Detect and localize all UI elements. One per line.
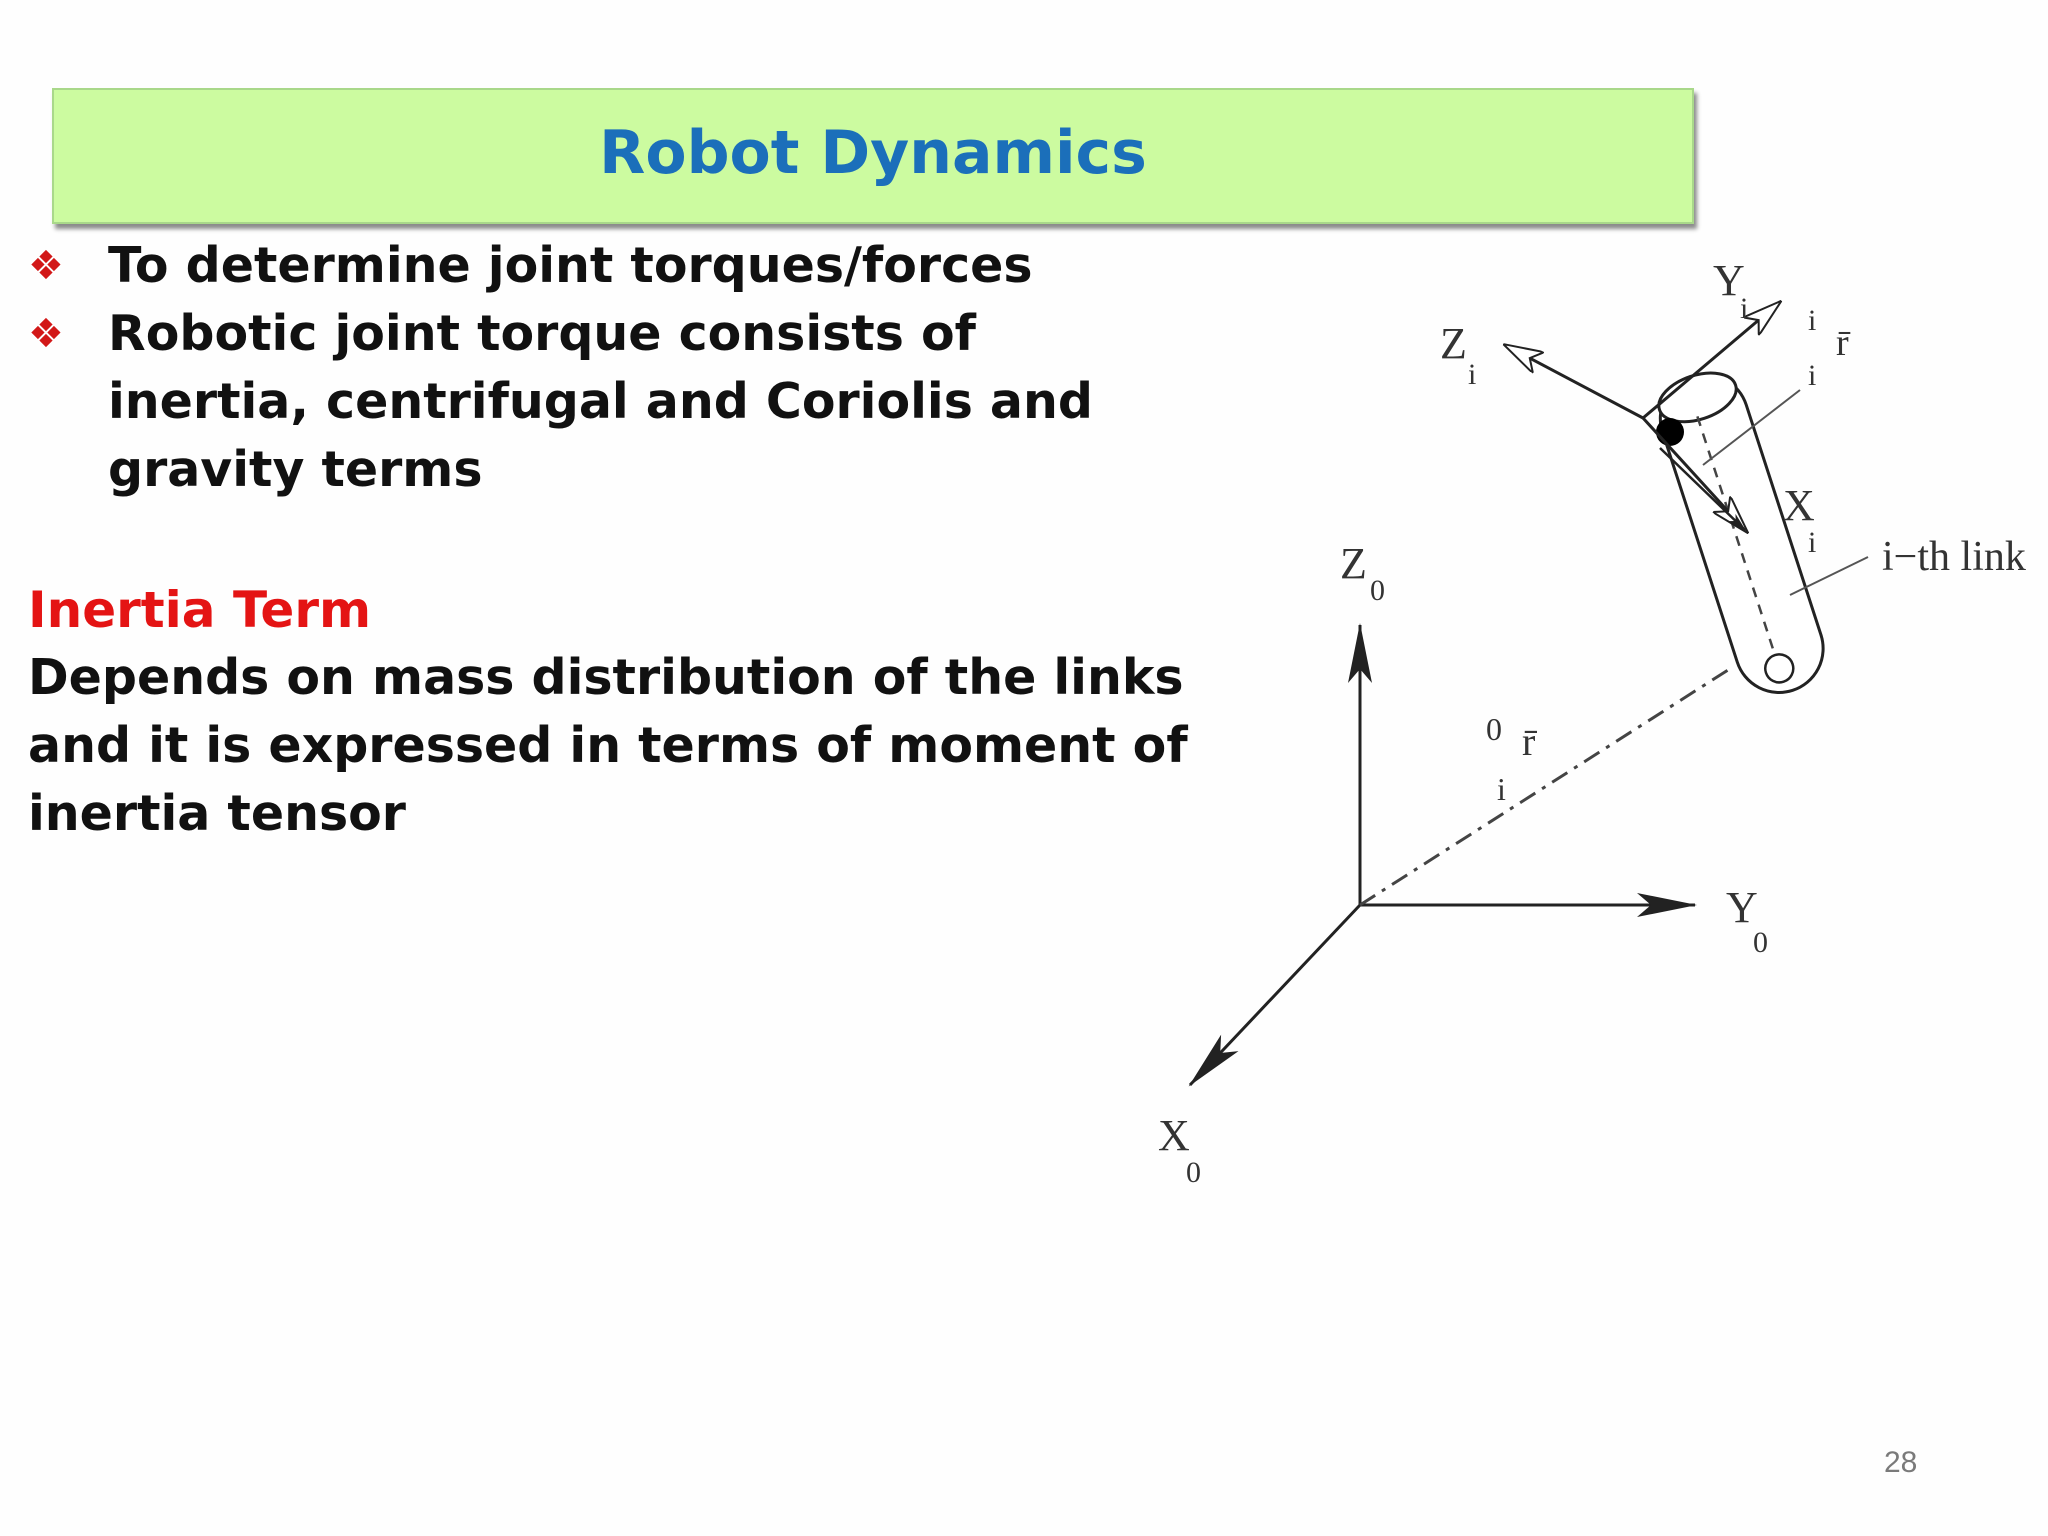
rii-vector xyxy=(1659,447,1747,532)
r0i-superscript: 0 xyxy=(1486,711,1502,747)
ith-link-body xyxy=(1657,371,1825,694)
y0-sub-label: 0 xyxy=(1753,926,1768,959)
r0i-vector-symbol: r̄ xyxy=(1522,719,1538,764)
x0-sub-label: 0 xyxy=(1186,1156,1201,1189)
center-of-mass-dot xyxy=(1656,418,1684,446)
y0-label: Y xyxy=(1726,883,1758,932)
inertia-section: Inertia Term Depends on mass distributio… xyxy=(28,576,1198,848)
zi-axis xyxy=(1505,345,1644,420)
bullet-item: ❖ To determine joint torques/forces xyxy=(28,232,1178,300)
ith-link-label: i−th link xyxy=(1882,534,2026,580)
bullet-diamond-icon: ❖ xyxy=(28,243,64,289)
xi-label: X xyxy=(1783,481,1815,530)
r0i-subscript: i xyxy=(1497,771,1506,807)
bullet-text: To determine joint torques/forces xyxy=(108,237,1033,294)
section-body: Depends on mass distribution of the link… xyxy=(28,649,1188,842)
xi-sub-label: i xyxy=(1808,526,1816,559)
z0-label: Z xyxy=(1340,539,1367,588)
xi-axis xyxy=(1641,416,1747,532)
bullet-diamond-icon: ❖ xyxy=(28,311,64,357)
position-vector-line xyxy=(1359,668,1729,907)
slide-title: Robot Dynamics xyxy=(599,118,1147,188)
rii-superscript: i xyxy=(1808,304,1816,337)
zi-label: Z xyxy=(1440,319,1467,368)
zi-sub-label: i xyxy=(1468,358,1476,391)
yi-sub-label: i xyxy=(1740,292,1748,325)
ith-link-leader-line xyxy=(1789,556,1869,596)
section-heading: Inertia Term xyxy=(28,581,372,639)
z0-sub-label: 0 xyxy=(1370,574,1385,607)
bullet-list: ❖ To determine joint torques/forces ❖ Ro… xyxy=(28,232,1178,504)
title-bar: Robot Dynamics xyxy=(52,88,1694,224)
rii-subscript: i xyxy=(1808,359,1816,392)
yi-axis xyxy=(1642,302,1780,420)
rii-vector-symbol: r̄ xyxy=(1836,322,1850,364)
x0-label: X xyxy=(1158,1111,1190,1160)
rii-leader-line xyxy=(1702,389,1801,466)
x0-axis xyxy=(1188,903,1362,1087)
bullet-text: Robotic joint torque consists of inertia… xyxy=(108,305,1093,498)
page-number: 28 xyxy=(1884,1446,1918,1479)
yi-label: Y xyxy=(1713,256,1745,305)
bullet-item: ❖ Robotic joint torque consists of inert… xyxy=(28,300,1178,504)
